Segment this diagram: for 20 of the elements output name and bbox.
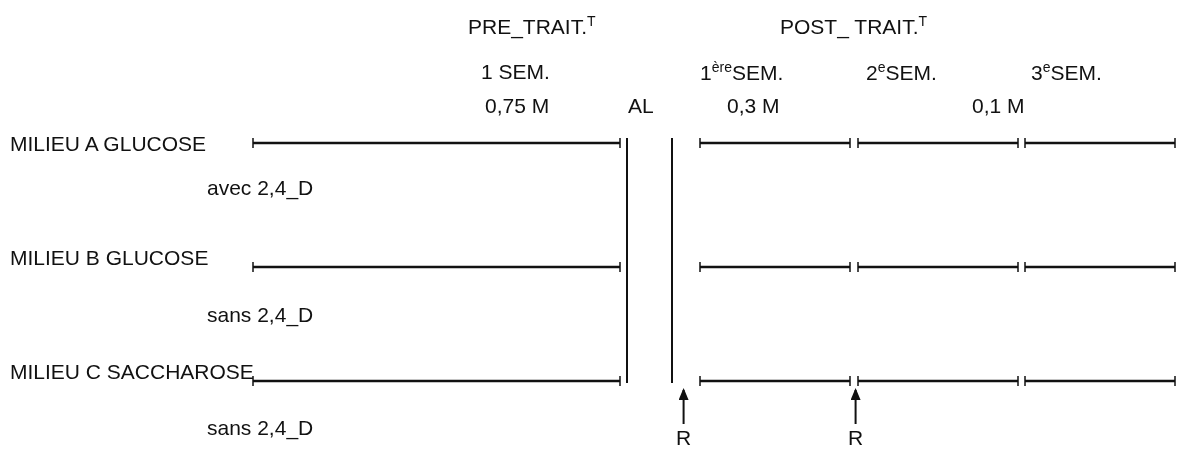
column-heading: 2$^{e}$SEM. — [866, 60, 937, 85]
medium-label: MILIEU A GLUCOSE — [10, 132, 207, 156]
marker-letter: R — [676, 426, 692, 450]
concentration-label: AL — [628, 94, 654, 118]
medium-label: sans 2,4_D — [207, 303, 314, 327]
column-heading: 1 SEM. — [481, 60, 550, 84]
medium-label: avec 2,4_D — [207, 176, 314, 200]
marker-letter: R — [848, 426, 864, 450]
column-heading: 3$^{e}$SEM. — [1031, 60, 1102, 85]
medium-label: sans 2,4_D — [207, 416, 314, 440]
medium-label: MILIEU B GLUCOSE — [10, 246, 209, 270]
column-heading: PRE_TRAIT.$^{T}$ — [468, 14, 596, 39]
column-heading: POST_ TRAIT.$^{T}$ — [780, 14, 928, 39]
column-heading: 1$^{ère}$SEM. — [700, 60, 784, 85]
arrow — [850, 388, 861, 425]
concentration-label: 0,3 M — [727, 94, 780, 118]
medium-label: MILIEU C SACCHAROSE — [10, 360, 254, 384]
concentration-label: 0,75 M — [485, 94, 550, 118]
arrow — [678, 388, 689, 425]
concentration-label: 0,1 M — [972, 94, 1025, 118]
